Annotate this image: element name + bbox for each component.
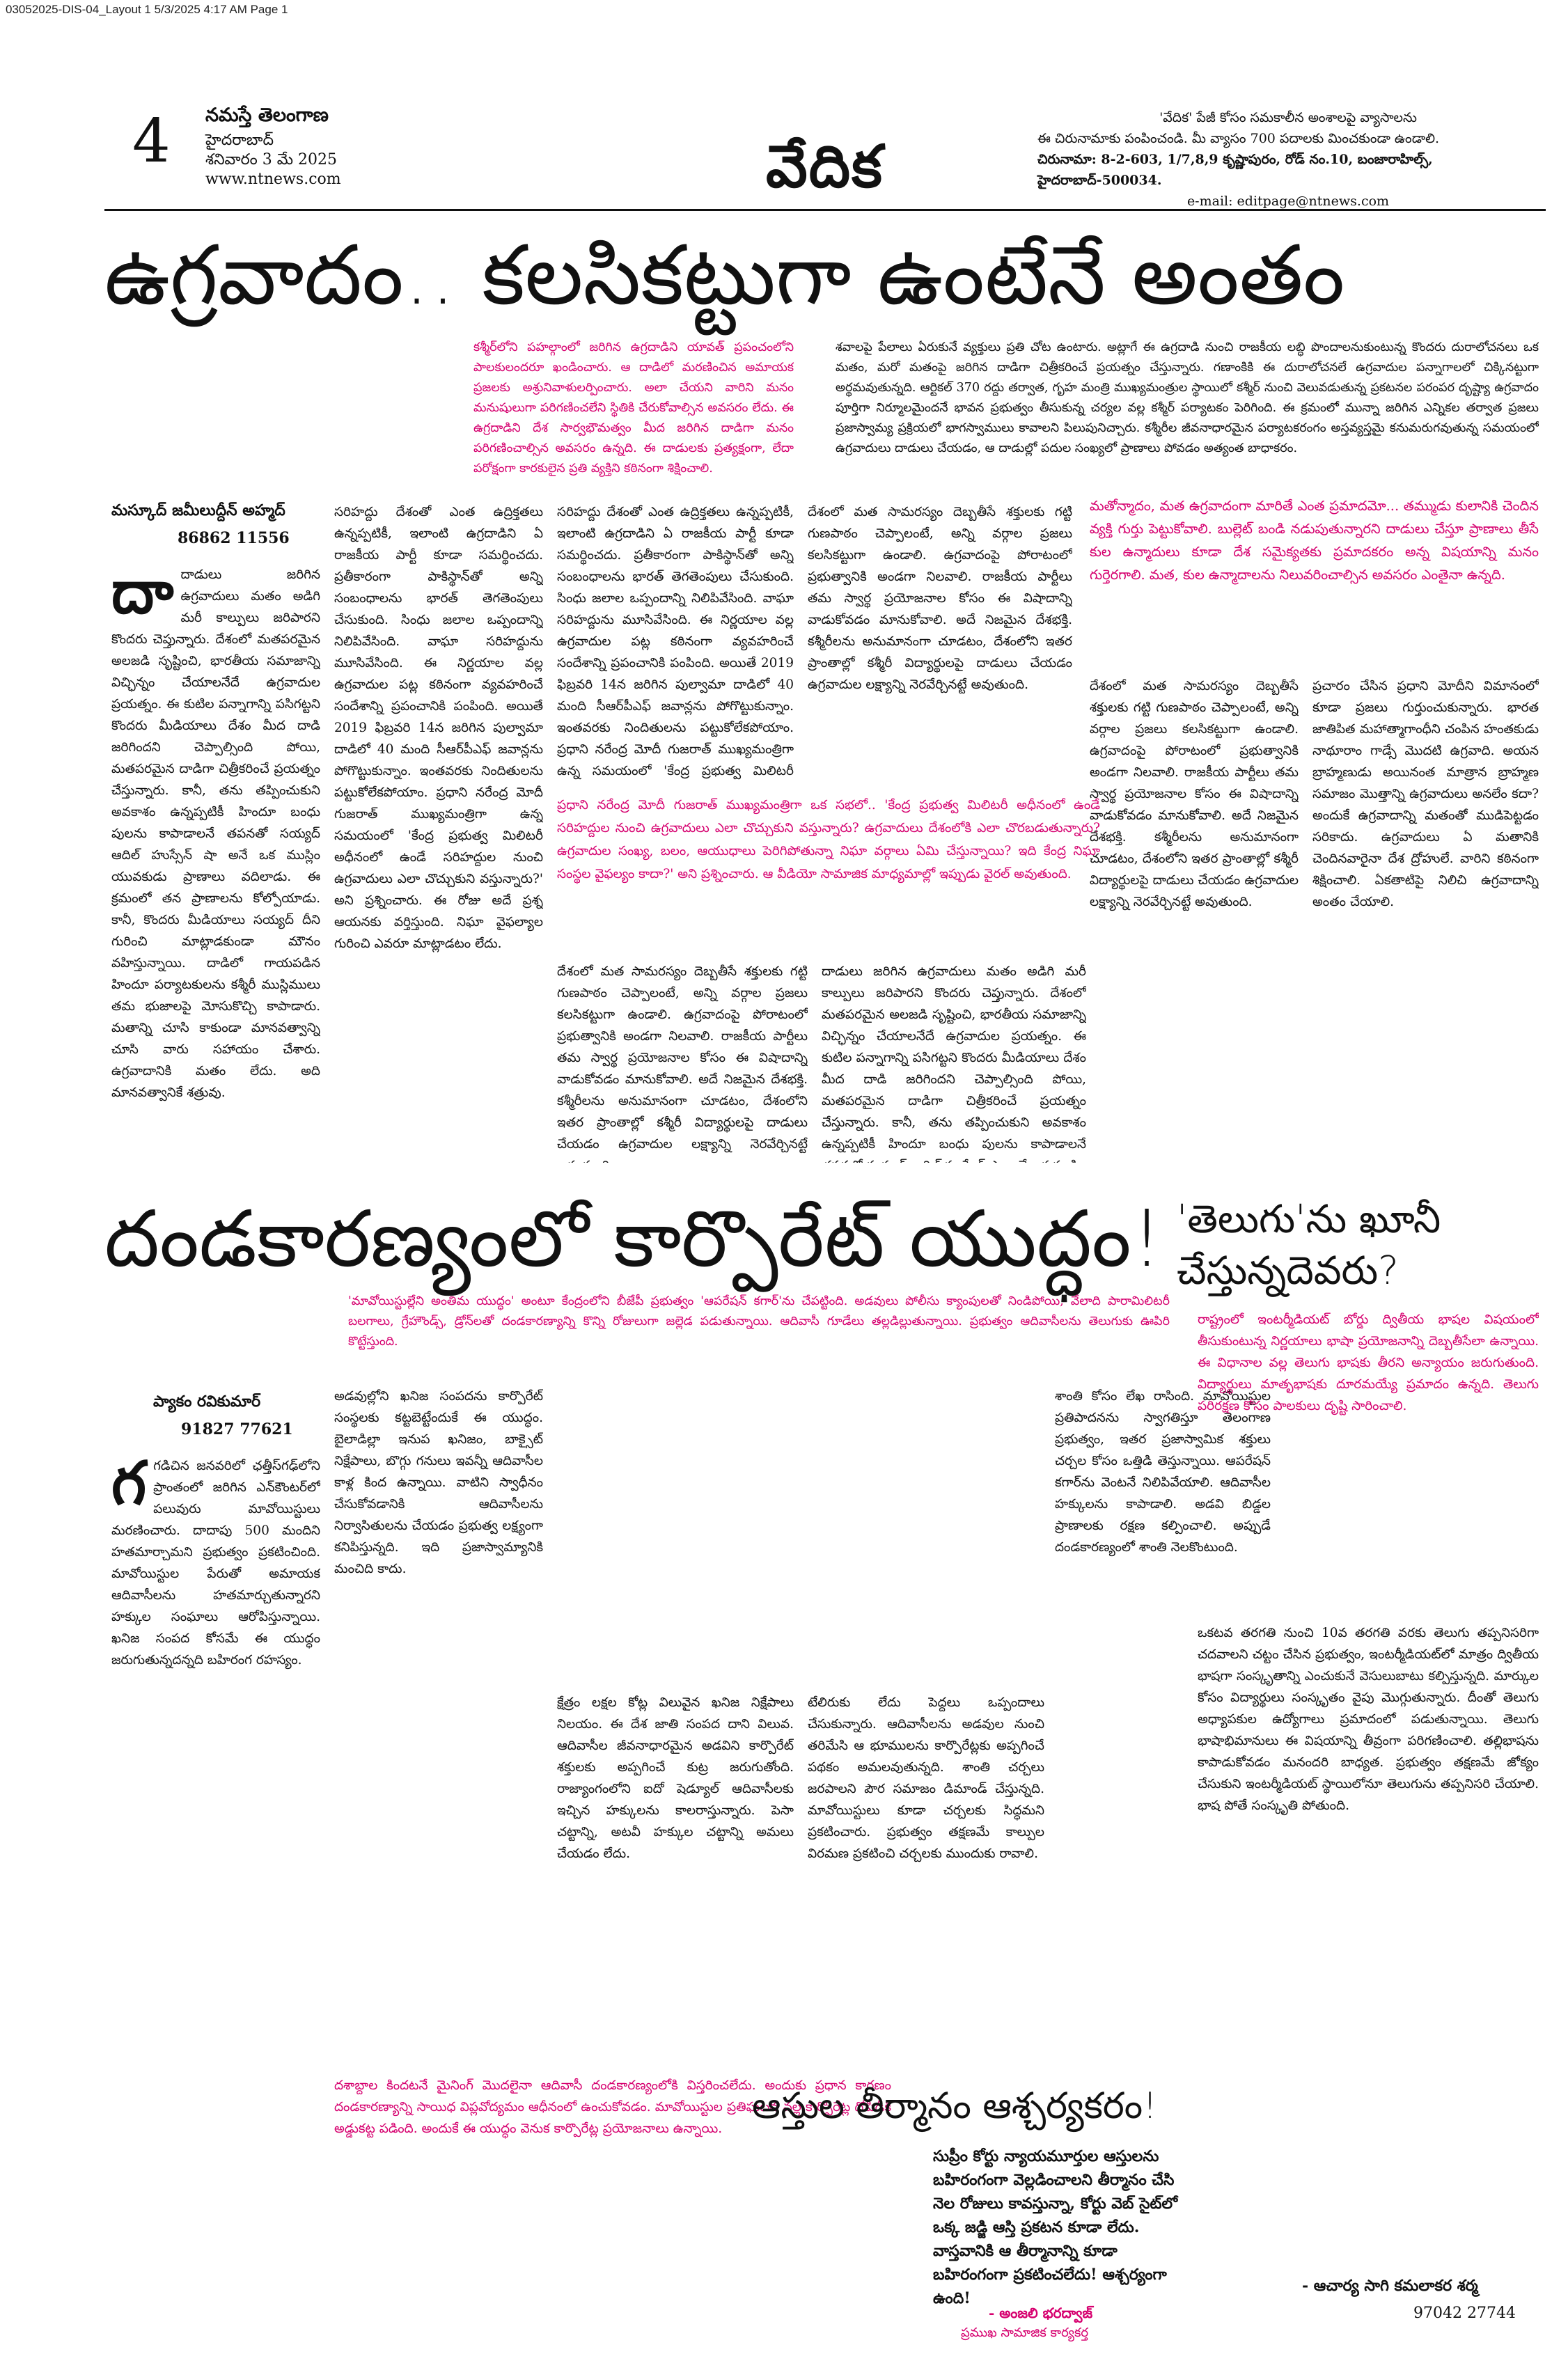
article1-intro-pink: కశ్మీర్‌లోని పహల్గాంలో జరిగిన ఉగ్రదాడిని… [473, 340, 794, 476]
date: శనివారం 3 మే 2025 [205, 151, 338, 168]
article2-headline: దండకారణ్యంలో కార్పొరేట్ యుద్ధం! [104, 1194, 1163, 1285]
article3-signature: - ఆచార్య సాగి కమలాకర శర్మ [1302, 2277, 1478, 2295]
article1-column-5: దేశంలో మత సామరస్యం దెబ్బతీసే శక్తులకు గట… [1090, 679, 1299, 909]
article3-body: ఒకటవ తరగతి నుంచి 10వ తరగతి వరకు తెలుగు త… [1198, 1626, 1539, 1813]
dropcap: గ [111, 1455, 147, 1519]
article3-headline: 'తెలుగు'ను ఖూనీ చేస్తున్నదెవరు? [1177, 1197, 1441, 1294]
brand-name: నమస్తే తెలంగాణ [205, 104, 329, 126]
article1-column-4b: దాడులు జరిగిన ఉగ్రవాదులు మతం అడిగి మరీ క… [822, 964, 1086, 1163]
section-title: వేదిక [766, 132, 884, 201]
article1-phone: 86862 11556 [178, 529, 290, 547]
article1-column-6: ప్రచారం చేసిన ప్రధాని మోదీని విమానంలో కూ… [1312, 679, 1539, 909]
article4-headline: ఆస్తుల తీర్మానం ఆశ్చర్యకరం! [752, 2085, 1157, 2127]
info-line-1: 'వేదిక' పేజీ కోసం సమకాలీన అంశాలపై వ్యాసా… [1159, 110, 1417, 125]
page-number: 4 [132, 107, 171, 176]
article1-intro-right: శవాలపై పేలాలు ఏరుకునే వ్యక్తులు ప్రతి చో… [836, 340, 1539, 455]
article4-quote: సుప్రీం కోర్టు న్యాయమూర్తుల ఆస్తులను బహి… [933, 2147, 1178, 2307]
article1-headline: ఉగ్రవాదం.. కలసికట్టుగా ఉంటేనే అంతం [104, 227, 1345, 323]
info-line-3: చిరునామా: 8-2-603, 1/7,8,9 కృష్ణాపురం, ర… [1037, 152, 1433, 188]
masthead-block: నమస్తే తెలంగాణ హైదరాబాద్ శనివారం 3 మే 20… [205, 104, 341, 189]
article3-phone: 97042 27744 [1413, 2305, 1516, 2322]
article2-column-5: శాంతి కోసం లేఖ రాసింది. మావోయిస్టుల ప్రత… [1055, 1389, 1271, 1555]
article1-pink-box: మతోన్మాదం, మత ఉగ్రవాదంగా మారితే ఎంత ప్రమ… [1090, 498, 1539, 583]
print-slug: 03052025-DIS-04_Layout 1 5/3/2025 4:17 A… [6, 3, 288, 16]
article2-col1-text: గడిచిన జనవరిలో ఛత్తీస్‌గఢ్‌లోని ప్రాంతంల… [111, 1459, 320, 1668]
article2-phone: 91827 77621 [181, 1420, 293, 1438]
article2-column-4: టేలిరుకు లేదు పెద్దలు ఒప్పందాలు చేసుకున్… [808, 1695, 1044, 1861]
article4-author: - అంజలి భరద్వాజ్ [989, 2305, 1093, 2321]
article1-column-2: సరిహద్దు దేశంతో ఎంత ఉద్రిక్తతలు ఉన్నప్పట… [334, 505, 543, 951]
article1-column-4a: దేశంలో మత సామరస్యం దెబ్బతీసే శక్తులకు గట… [557, 964, 808, 1163]
info-email[interactable]: e-mail: editpage@ntnews.com [1186, 194, 1390, 209]
article2-column-2: అడవుల్లోని ఖనిజ సంపదను కార్పొరేట్ సంస్థల… [334, 1389, 543, 1576]
article3-intro-pink: రాష్ట్రంలో ఇంటర్మీడియట్ బోర్డు ద్వితీయ భ… [1198, 1312, 1539, 1413]
city: హైదరాబాద్ [205, 132, 274, 149]
article2-intro-pink: 'మావోయిస్టుల్లేని అంతిమ యుద్ధం' అంటూ కేం… [348, 1294, 1170, 1349]
article1-col1-text: దాడులు జరిగిన ఉగ్రవాదులు మతం అడిగి మరీ క… [111, 567, 320, 1100]
submission-info: 'వేదిక' పేజీ కోసం సమకాలీన అంశాలపై వ్యాసా… [1037, 107, 1539, 212]
article1-column-1: దాదాడులు జరిగిన ఉగ్రవాదులు మతం అడిగి మరీ… [111, 564, 320, 1163]
article2-pink-box: దశాబ్దాల కిందటనే మైనింగ్ మొదలైనా ఆదివాసీ… [334, 2078, 891, 2136]
masthead-rule [104, 209, 1546, 211]
article1-column-3: సరిహద్దు దేశంతో ఎంత ఉద్రిక్తతలు ఉన్నప్పట… [557, 505, 794, 778]
info-line-2: ఈ చిరునామాకు పంపించండి. మీ వ్యాసం 700 పద… [1037, 131, 1440, 146]
dropcap: దా [111, 564, 174, 627]
article2-byline: ప్యాకం రవికుమార్ [153, 1392, 261, 1411]
website[interactable]: www.ntnews.com [205, 171, 341, 188]
article4-author-title: ప్రముఖ సామాజిక కార్యకర్త [961, 2325, 1089, 2340]
article2-column-3: క్షేత్రం లక్షల కోట్ల విలువైన ఖనిజ నిక్షే… [557, 1695, 794, 1861]
article1-pink-quote: ప్రధాని నరేంద్ర మోదీ గుజరాత్ ముఖ్యమంత్రి… [557, 798, 1100, 881]
article4-quote-box: సుప్రీం కోర్టు న్యాయమూర్తుల ఆస్తులను బహి… [933, 2144, 1184, 2312]
article1-column-3b: దేశంలో మత సామరస్యం దెబ్బతీసే శక్తులకు గట… [808, 505, 1072, 692]
article1-byline: మస్కూద్ జమీలుద్దీన్ అహ్మద్ [111, 501, 285, 519]
